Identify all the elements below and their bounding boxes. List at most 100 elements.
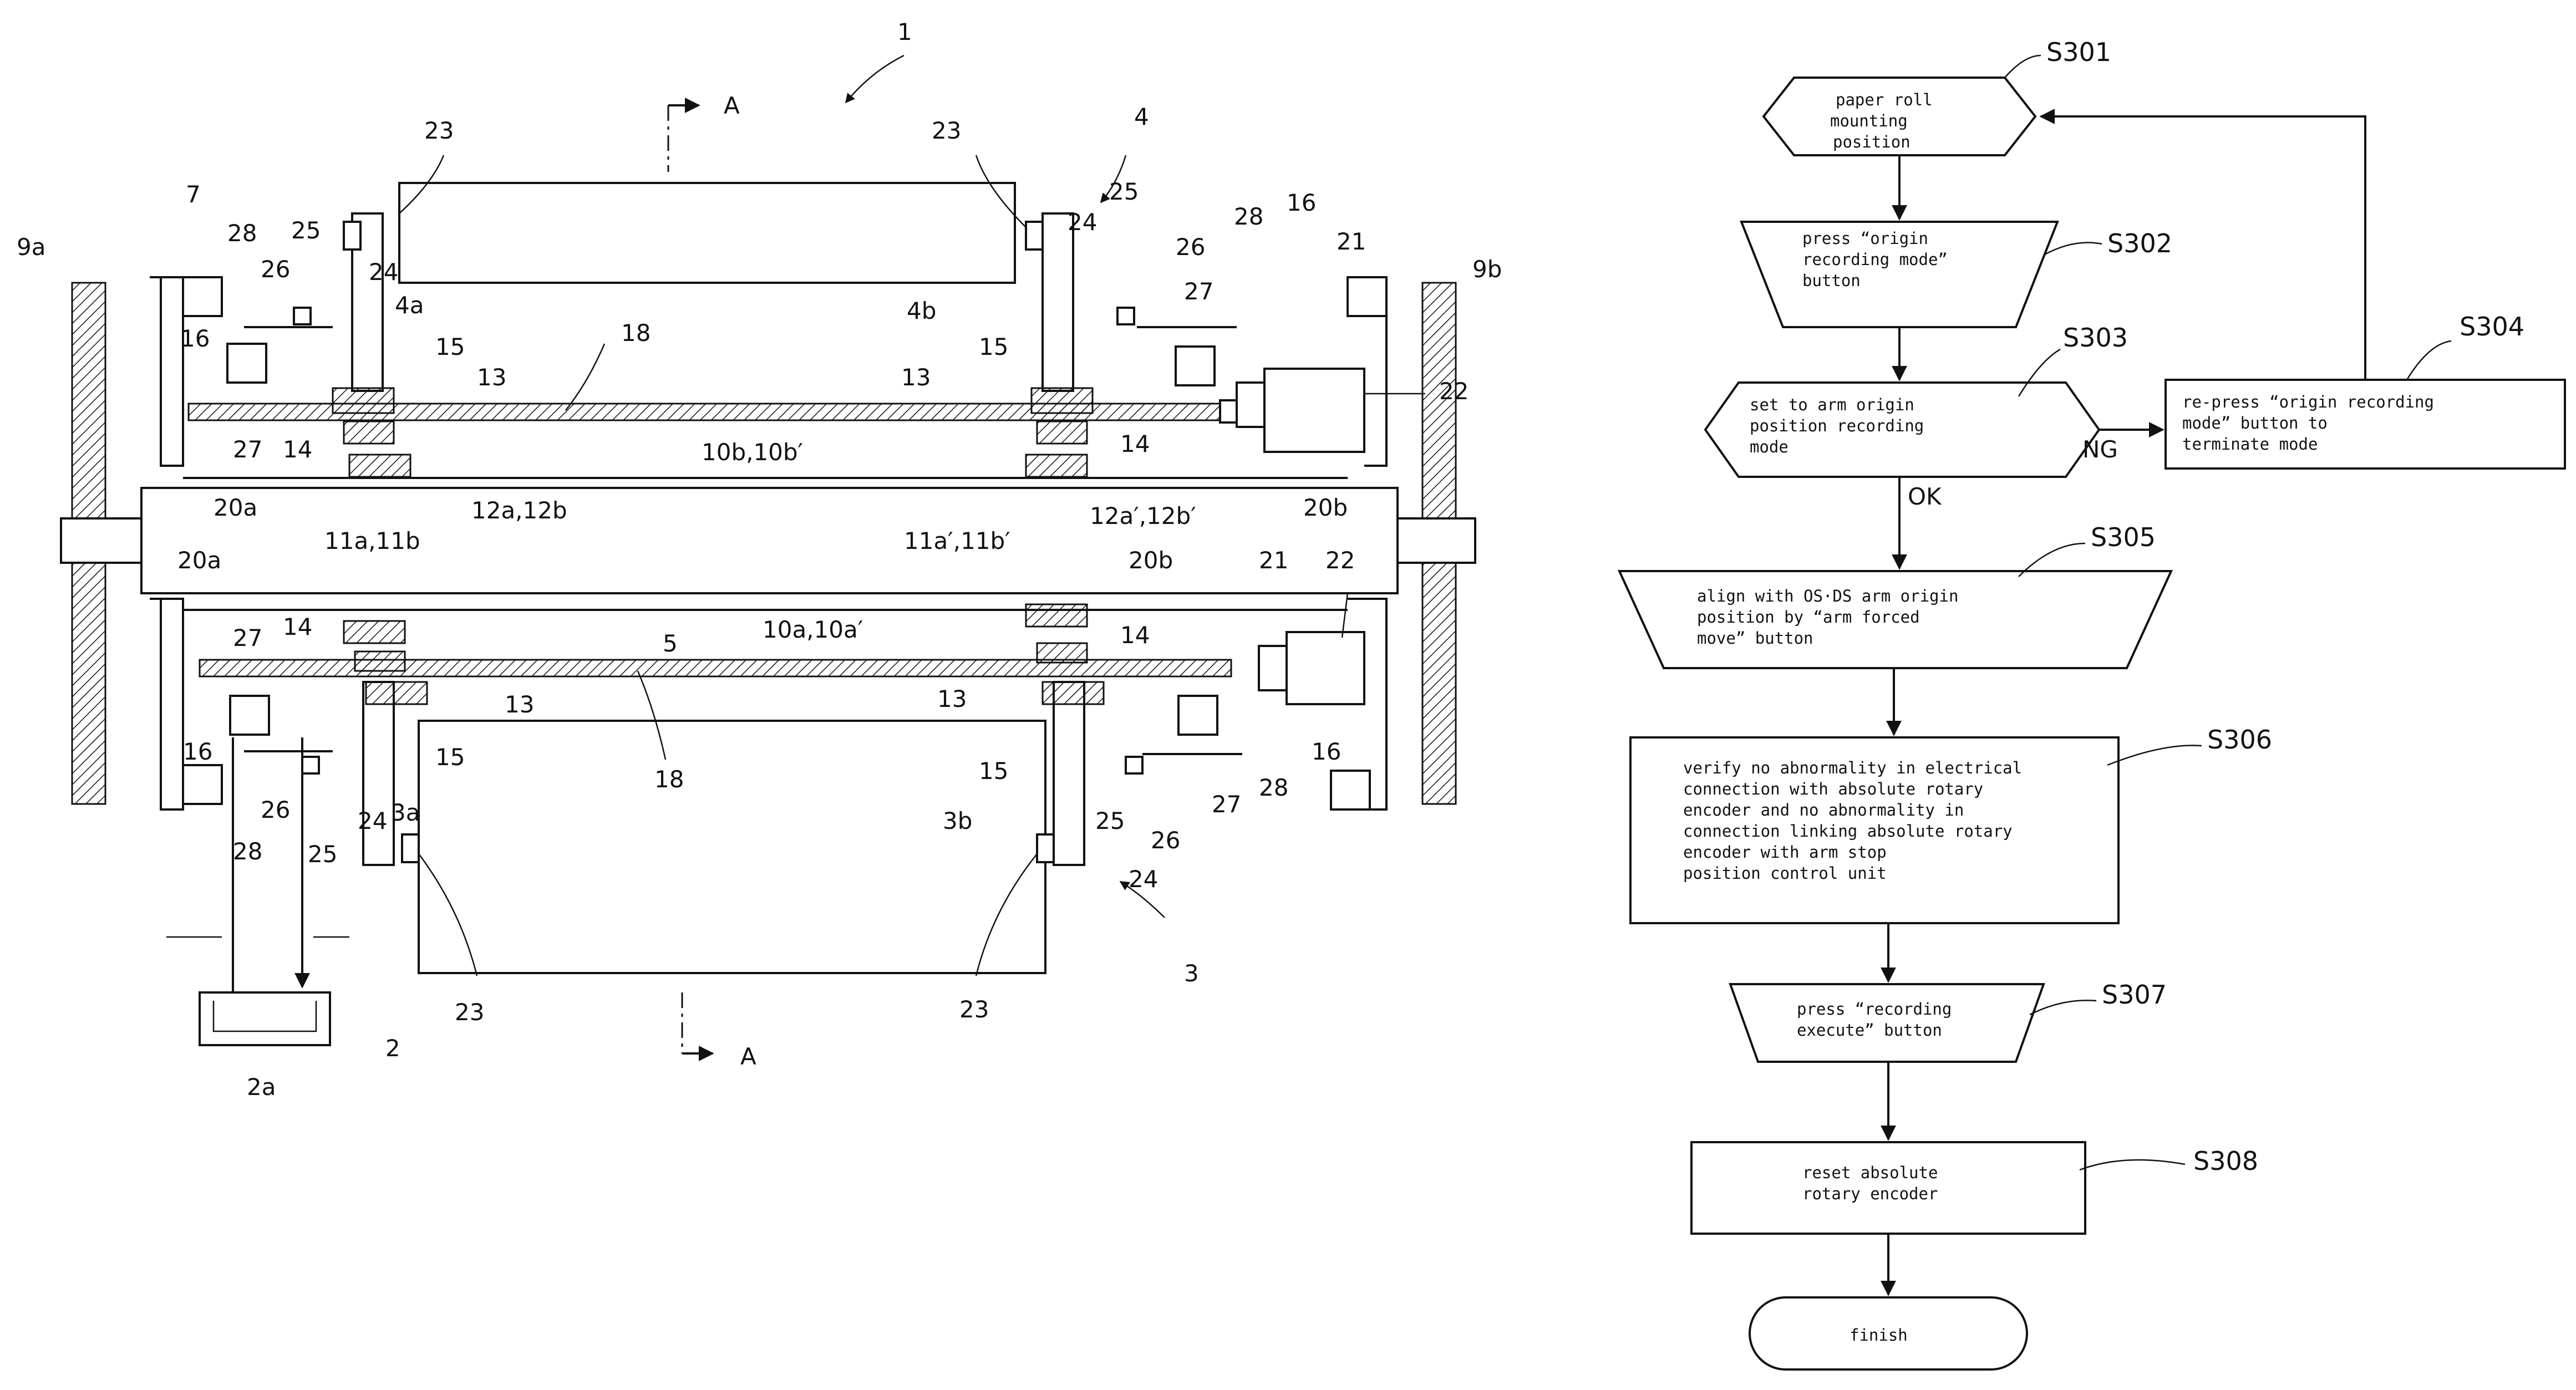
arm-3b xyxy=(1054,682,1084,865)
label-20b-upper: 20b xyxy=(1303,494,1348,521)
label-12a-prime: 12a′,12b′ xyxy=(1090,502,1196,529)
label-3a: 3a xyxy=(391,799,420,826)
label-24-ur: 24 xyxy=(1068,208,1097,236)
label-16-ul: 16 xyxy=(180,325,210,352)
label-20a-upper: 20a xyxy=(214,494,257,521)
step-finish-label: finish xyxy=(1850,1326,1908,1345)
chuck-23-lower-right xyxy=(1037,834,1054,862)
inner-frame-left-top xyxy=(150,277,183,466)
chuck-23-upper-left xyxy=(344,222,360,250)
arm-4b xyxy=(1043,213,1073,391)
step-s301-line2: mounting xyxy=(1830,111,1908,130)
shaft-stub-left xyxy=(61,518,144,563)
arm-3a xyxy=(363,682,394,865)
step-s301-line3: position xyxy=(1833,133,1911,151)
chuck-23-upper-right xyxy=(1026,222,1043,250)
label-9b: 9b xyxy=(1472,256,1502,283)
step-s305-line1: align with OS·DS arm origin xyxy=(1697,587,1958,605)
branch-ok: OK xyxy=(1908,483,1942,510)
label-2: 2 xyxy=(385,1035,400,1062)
detector-25-upper-left xyxy=(294,308,311,324)
sensor-16-lower-left xyxy=(230,696,269,735)
bracket-right-bottom xyxy=(1331,771,1370,809)
ref-arrow-1 xyxy=(846,55,904,103)
label-11a: 11a,11b xyxy=(324,527,420,554)
label-27-lr: 27 xyxy=(1212,791,1241,818)
label-22-lower: 22 xyxy=(1325,547,1355,574)
label-15-ur: 15 xyxy=(979,333,1008,360)
leader-s301 xyxy=(2005,55,2041,78)
label-13-ur: 13 xyxy=(901,364,931,391)
label-1: 1 xyxy=(897,18,912,45)
step-s303-line1: set to arm origin xyxy=(1750,395,1914,414)
label-section-top: A xyxy=(724,92,740,119)
label-10a: 10a,10a′ xyxy=(763,616,863,643)
step-s301-id: S301 xyxy=(2046,37,2111,67)
lower-paper-roll xyxy=(419,721,1045,973)
label-14-lr: 14 xyxy=(1120,622,1150,649)
label-4b: 4b xyxy=(907,297,936,324)
label-18-lower: 18 xyxy=(654,766,684,793)
label-section-bottom: A xyxy=(740,1043,756,1070)
step-s302-line2: recording mode” xyxy=(1802,250,1948,269)
label-14-ul: 14 xyxy=(283,436,312,463)
bracket-right-top xyxy=(1348,277,1386,316)
detector-25-lower-right xyxy=(1126,757,1142,773)
label-25-lr: 25 xyxy=(1095,807,1125,834)
label-15-ul: 15 xyxy=(435,333,465,360)
label-28-ur: 28 xyxy=(1234,203,1263,230)
label-23-ll: 23 xyxy=(455,999,484,1026)
label-5: 5 xyxy=(663,630,678,657)
label-10b: 10b,10b′ xyxy=(702,439,803,466)
block-11a xyxy=(344,621,405,643)
label-2a: 2a xyxy=(247,1073,276,1101)
label-26-ul: 26 xyxy=(261,256,290,283)
label-24-ul: 24 xyxy=(369,258,398,286)
step-s306-line2: connection with absolute rotary xyxy=(1683,780,1983,798)
label-15-lr: 15 xyxy=(979,757,1008,785)
label-25-ll: 25 xyxy=(308,841,337,868)
leader-s307 xyxy=(2030,1000,2096,1015)
sensor-16-lower-right xyxy=(1178,696,1217,735)
flowchart xyxy=(1619,55,2565,1369)
step-s305-line2: position by “arm forced xyxy=(1697,608,1920,627)
leader-s306 xyxy=(2107,745,2202,765)
label-4a: 4a xyxy=(395,292,424,319)
leader-s308 xyxy=(2080,1160,2185,1170)
label-3b: 3b xyxy=(943,807,972,834)
label-11a-prime: 11a′,11b′ xyxy=(904,527,1010,554)
label-26-lr: 26 xyxy=(1151,827,1180,854)
label-15-ll: 15 xyxy=(435,744,465,771)
label-28-lr: 28 xyxy=(1259,774,1288,801)
block-11a-prime xyxy=(1026,604,1087,627)
step-s302-line3: button xyxy=(1802,271,1861,290)
label-9a: 9a xyxy=(17,233,45,261)
step-s306-line3: encoder and no abnormality in xyxy=(1683,801,1964,819)
label-16-ll: 16 xyxy=(183,738,212,765)
gear-14-lower-left xyxy=(355,651,405,671)
step-s305-id: S305 xyxy=(2091,522,2156,552)
label-26-ll: 26 xyxy=(261,796,290,823)
step-s305-line3: move” button xyxy=(1697,629,1813,648)
label-24-ll: 24 xyxy=(358,807,387,834)
step-s304-id: S304 xyxy=(2460,312,2524,342)
step-s302-id: S302 xyxy=(2107,228,2172,258)
block-12a xyxy=(349,455,410,477)
step-s303-id: S303 xyxy=(2063,323,2128,353)
label-23-lr: 23 xyxy=(959,996,989,1023)
step-s307-line2: execute” button xyxy=(1797,1021,1942,1040)
step-s308-id: S308 xyxy=(2193,1146,2258,1176)
step-s302-line1: press “origin xyxy=(1802,229,1928,248)
step-s301-line1: paper roll xyxy=(1836,90,1933,109)
label-23-ul: 23 xyxy=(424,117,454,144)
branch-ng: NG xyxy=(2082,436,2118,463)
label-16-lr: 16 xyxy=(1312,738,1341,765)
label-13-lr: 13 xyxy=(937,685,967,712)
label-3: 3 xyxy=(1184,960,1199,987)
motor-22-upper xyxy=(1264,369,1364,452)
label-23-ur: 23 xyxy=(932,117,961,144)
label-13-ll: 13 xyxy=(505,691,534,718)
step-s306-line5: encoder with arm stop xyxy=(1683,843,1887,862)
label-26-ur: 26 xyxy=(1176,233,1205,261)
